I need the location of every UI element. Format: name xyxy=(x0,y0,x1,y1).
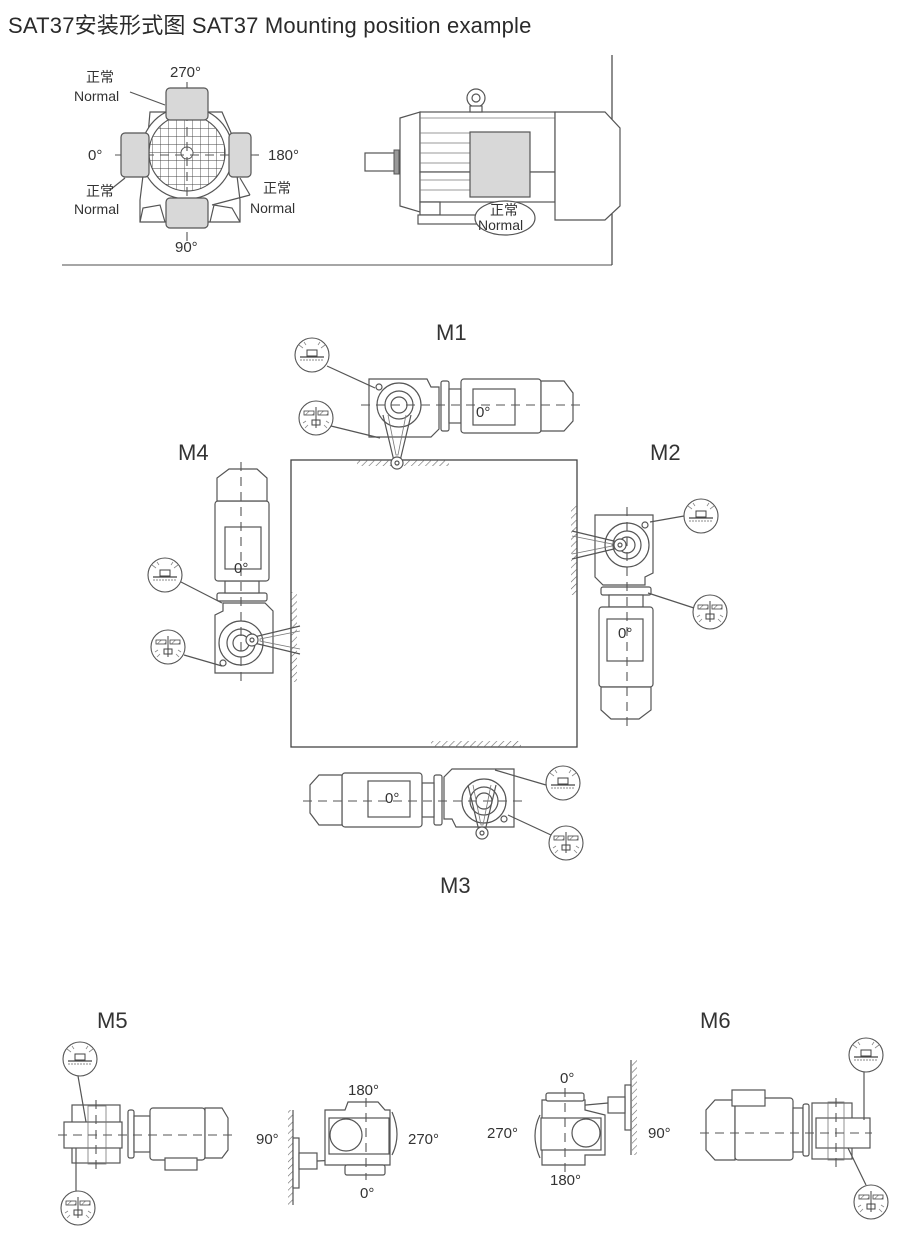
breather-valve-icon xyxy=(62,1041,98,1077)
angle-90-label: 90° xyxy=(256,1131,279,1148)
angle-270-label: 270° xyxy=(170,64,201,81)
breather-valve-icon xyxy=(848,1037,884,1073)
terminal-box-180 xyxy=(228,132,252,178)
drain-plug-icon xyxy=(853,1184,889,1220)
terminal-box-positions-diagram: 270° 0° 180° 90° 正常 Normal 正常 Normal 正常 … xyxy=(74,64,299,256)
angle-0-label: 0° xyxy=(360,1185,374,1202)
position-label: M6 xyxy=(700,1008,731,1033)
position-label: M1 xyxy=(436,320,467,345)
position-m5: M5 180° 90° 270° 0° xyxy=(58,1008,439,1226)
mounting-surface-box xyxy=(290,459,578,748)
angle-0-label: 0° xyxy=(88,147,102,164)
page-title: SAT37安装形式图 SAT37 Mounting position examp… xyxy=(8,13,532,38)
position-m6: M6 0° 270° 90° 180° xyxy=(487,1008,889,1220)
drain-plug-icon xyxy=(150,629,186,665)
breather-valve-icon xyxy=(545,765,581,801)
normal-en-label: Normal xyxy=(250,200,295,216)
angle-180-label: 180° xyxy=(550,1172,581,1189)
top-panel: 270° 0° 180° 90° 正常 Normal 正常 Normal 正常 … xyxy=(62,55,621,266)
breather-valve-icon xyxy=(147,557,183,593)
terminal-box-0 xyxy=(120,132,150,178)
drain-plug-icon xyxy=(548,825,584,861)
angle-90-label: 90° xyxy=(175,239,198,256)
terminal-angle-label: 0° xyxy=(618,625,632,642)
normal-en-label: Normal xyxy=(74,88,119,104)
position-m1: M1 0° xyxy=(294,320,584,470)
breather-valve-icon xyxy=(683,498,719,534)
position-m4: M4 0° xyxy=(147,440,301,682)
normal-cn-label: 正常 xyxy=(490,202,518,218)
angle-180-label: 180° xyxy=(348,1082,379,1099)
terminal-angle-label: 0° xyxy=(385,790,399,807)
drain-plug-icon xyxy=(298,400,334,436)
angle-270-label: 270° xyxy=(408,1131,439,1148)
drain-plug-icon xyxy=(692,594,728,630)
normal-cn-label: 正常 xyxy=(263,180,291,196)
position-label: M5 xyxy=(97,1008,128,1033)
angle-90-label: 90° xyxy=(648,1125,671,1142)
angle-0-label: 0° xyxy=(560,1070,574,1087)
position-m3: M3 0° xyxy=(299,765,584,898)
position-label: M2 xyxy=(650,440,681,465)
position-m2: M2 0° xyxy=(571,440,728,730)
position-label: M4 xyxy=(178,440,209,465)
breather-valve-icon xyxy=(294,337,330,373)
normal-cn-label: 正常 xyxy=(86,183,114,199)
normal-en-label: Normal xyxy=(478,217,523,233)
motor-side-view-diagram: 正常 Normal xyxy=(364,88,621,236)
angle-270-label: 270° xyxy=(487,1125,518,1142)
terminal-angle-label: 0° xyxy=(476,404,490,421)
terminal-box-90 xyxy=(165,197,209,229)
terminal-box-270 xyxy=(165,87,209,121)
position-label: M3 xyxy=(440,873,471,898)
angle-180-label: 180° xyxy=(268,147,299,164)
normal-cn-label: 正常 xyxy=(86,69,114,85)
normal-callout xyxy=(474,200,536,236)
terminal-angle-label: 0° xyxy=(234,560,248,577)
drain-plug-icon xyxy=(60,1190,96,1226)
normal-en-label: Normal xyxy=(74,201,119,217)
